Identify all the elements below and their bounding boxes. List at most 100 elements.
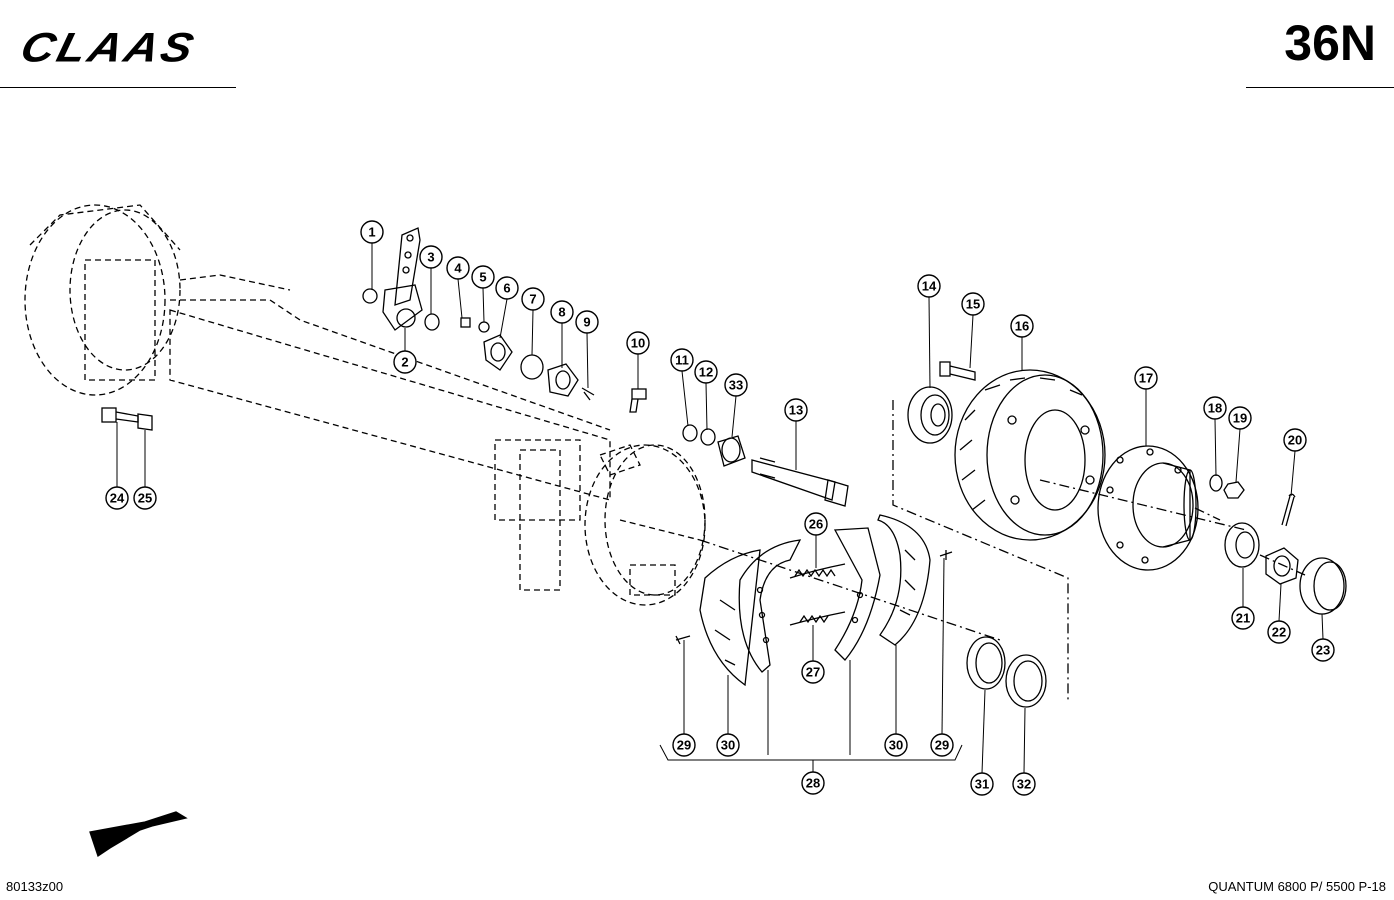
callout-circle [917,274,941,298]
bushing [520,354,544,380]
callout-circle [804,512,828,536]
rivet-right [939,550,953,560]
callout-circle [105,486,129,510]
return-spring-27 [789,611,846,626]
callout-24: 24 [105,486,129,510]
callout-circle [1283,428,1307,452]
callout-number: 6 [503,281,510,296]
grease-screw [581,387,595,401]
callout-layer: 1234567891011123313141516171819202122232… [105,220,1335,796]
callout-number: 1 [368,225,375,240]
split-pin [1281,493,1296,527]
callout-33: 33 [724,373,748,397]
callout-number: 25 [138,491,152,506]
callout-19: 19 [1228,406,1252,430]
wheel-hub [1097,445,1199,571]
seal-31 [966,636,1006,690]
ring-11 [682,424,698,442]
brake-shoe-right [833,527,881,661]
camshaft [751,457,849,507]
callout-circle [1231,606,1255,630]
callout-circle [360,220,384,244]
bearing-14 [907,386,953,444]
callout-number: 18 [1208,401,1222,416]
callout-29: 29 [672,733,696,757]
callout-number: 20 [1288,433,1302,448]
callout-20: 20 [1283,428,1307,452]
callout-number: 8 [558,305,565,320]
callout-circle [133,486,157,510]
callout-circle [970,772,994,796]
callout-circle [930,733,954,757]
callout-number: 29 [935,738,949,753]
axle-housing-outline [24,204,706,606]
callout-29: 29 [930,733,954,757]
callout-number: 33 [729,378,743,393]
callout-circle [471,265,495,289]
callout-circle [884,733,908,757]
return-spring-26 [789,563,846,579]
callout-circle [575,310,599,334]
callout-22: 22 [1267,620,1291,644]
callout-number: 28 [806,776,820,791]
callout-23: 23 [1311,638,1335,662]
callout-number: 7 [529,292,536,307]
callout-number: 9 [583,315,590,330]
rivet-left [675,635,691,645]
callout-circle [716,733,740,757]
header-rule-right [1246,87,1394,88]
callout-circle [694,360,718,384]
bearing-housing [547,363,579,397]
callout-circle [446,256,470,280]
callout-11: 11 [670,348,694,372]
callout-number: 3 [427,250,434,265]
callout-number: 32 [1017,777,1031,792]
bearing-21 [1224,522,1260,568]
brake-shoe-lining-right [877,514,931,646]
callout-circle [1267,620,1291,644]
callout-circle [1228,406,1252,430]
callout-number: 23 [1316,643,1330,658]
callout-15: 15 [961,292,985,316]
callout-circle [1203,396,1227,420]
callout-27: 27 [801,660,825,684]
callout-number: 4 [454,261,462,276]
callout-8: 8 [550,300,574,324]
ring-12 [700,428,716,446]
callout-28: 28 [801,771,825,795]
hub-cap [1299,557,1347,615]
callout-12: 12 [694,360,718,384]
callout-circle [419,245,443,269]
callout-number: 26 [809,517,823,532]
wheel-stud [939,361,976,381]
callout-number: 2 [401,355,408,370]
callout-number: 15 [966,297,980,312]
callout-number: 19 [1233,411,1247,426]
leader-lines [116,243,1324,774]
callout-circle [801,771,825,795]
callout-circle [495,276,519,300]
callout-14: 14 [917,274,941,298]
nut [460,317,471,328]
brake-drum [954,369,1106,541]
callout-21: 21 [1231,606,1255,630]
callout-number: 14 [922,279,937,294]
callout-circle [672,733,696,757]
callout-number: 30 [721,738,735,753]
o-ring [424,313,440,331]
direction-arrow [89,811,188,858]
slack-adjuster [382,227,423,331]
callout-circle [550,300,574,324]
assembly-lines [699,400,1306,700]
callout-16: 16 [1010,314,1034,338]
washer [478,321,490,333]
callout-number: 29 [677,738,691,753]
callout-number: 5 [479,270,486,285]
header-rule-left [0,87,236,88]
castle-nut [1265,547,1299,585]
callout-number: 21 [1236,611,1250,626]
brake-shoe-left [738,539,802,673]
page-code: 36N [1284,15,1376,71]
bolt-10 [629,388,647,413]
